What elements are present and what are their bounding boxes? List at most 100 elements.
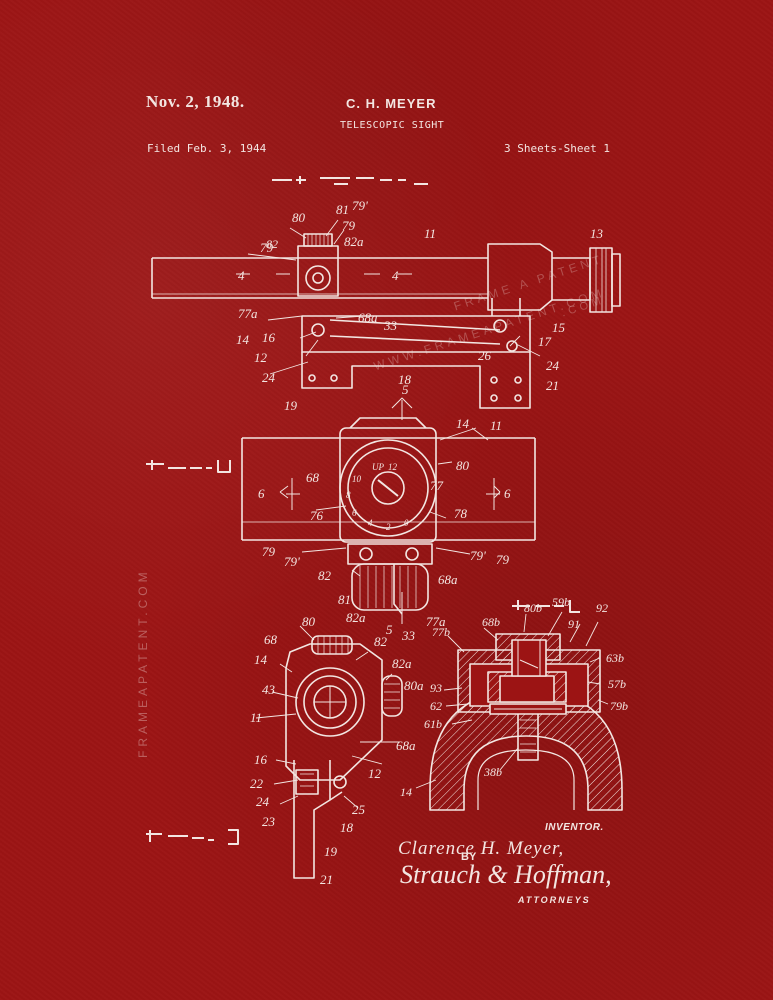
inventor-signature: Clarence H. Meyer, — [398, 838, 565, 859]
svg-text:17: 17 — [538, 334, 552, 349]
svg-text:18: 18 — [340, 820, 354, 835]
svg-text:38b: 38b — [483, 765, 502, 779]
svg-text:24: 24 — [256, 794, 270, 809]
svg-text:79': 79' — [284, 554, 300, 569]
svg-text:6: 6 — [504, 486, 511, 501]
svg-text:14: 14 — [254, 652, 268, 667]
svg-text:63b: 63b — [606, 651, 624, 665]
sheet-count: 3 Sheets-Sheet 1 — [504, 142, 610, 155]
figure-4-label-glyph — [512, 600, 580, 613]
svg-text:81: 81 — [336, 202, 349, 217]
svg-text:79b: 79b — [610, 699, 628, 713]
svg-text:18: 18 — [398, 372, 412, 387]
svg-text:68: 68 — [306, 470, 320, 485]
svg-text:57b: 57b — [608, 677, 626, 691]
svg-text:19: 19 — [284, 398, 298, 413]
figure-2-label-glyph — [146, 460, 231, 473]
svg-text:93: 93 — [430, 681, 442, 695]
end-view-mount — [293, 760, 347, 879]
svg-text:21: 21 — [320, 872, 333, 887]
svg-text:24: 24 — [262, 370, 276, 385]
svg-text:82a: 82a — [392, 656, 412, 671]
svg-text:77a: 77a — [426, 614, 446, 629]
svg-text:79': 79' — [470, 548, 486, 563]
svg-text:25: 25 — [352, 802, 366, 817]
filed-date: Filed Feb. 3, 1944 — [147, 142, 267, 155]
svg-text:33: 33 — [401, 628, 416, 643]
svg-text:79: 79 — [260, 240, 274, 255]
svg-text:76: 76 — [310, 508, 324, 523]
by-label: BY — [461, 851, 477, 863]
svg-text:14: 14 — [456, 416, 470, 431]
svg-text:13: 13 — [590, 226, 604, 241]
knob-top — [347, 543, 433, 615]
svg-text:16: 16 — [262, 330, 276, 345]
svg-text:21: 21 — [546, 378, 559, 393]
dial-4: 4 — [368, 518, 373, 528]
svg-text:82: 82 — [318, 568, 332, 583]
dial-up-label: UP — [372, 462, 384, 472]
svg-text:68a: 68a — [396, 738, 416, 753]
svg-text:79: 79 — [496, 552, 510, 567]
svg-text:77b: 77b — [432, 625, 450, 639]
svg-text:68a: 68a — [438, 572, 458, 587]
scope-tube-side — [151, 243, 621, 313]
svg-text:68: 68 — [264, 632, 278, 647]
svg-text:5: 5 — [402, 382, 409, 397]
svg-text:79: 79 — [262, 544, 276, 559]
svg-text:14: 14 — [400, 785, 412, 799]
dial-2: 2 — [386, 522, 391, 532]
svg-text:80: 80 — [302, 614, 316, 629]
svg-text:77a: 77a — [238, 306, 258, 321]
svg-text:4: 4 — [238, 268, 245, 283]
scope-tube-top — [241, 437, 536, 541]
svg-text:78: 78 — [454, 506, 468, 521]
dial-0: 0 — [404, 518, 409, 528]
svg-text:61b: 61b — [424, 717, 442, 731]
svg-text:33: 33 — [383, 318, 398, 333]
svg-text:11: 11 — [250, 710, 262, 725]
dial-12: 12 — [388, 462, 398, 472]
svg-text:19: 19 — [324, 844, 338, 859]
svg-text:24: 24 — [546, 358, 560, 373]
svg-text:79': 79' — [352, 198, 368, 213]
svg-text:80b: 80b — [524, 601, 542, 615]
svg-text:22: 22 — [250, 776, 264, 791]
svg-text:68a: 68a — [358, 310, 378, 325]
svg-text:11: 11 — [490, 418, 502, 433]
patent-date: Nov. 2, 1948. — [146, 92, 245, 111]
dial-6: 6 — [352, 508, 357, 518]
svg-text:16: 16 — [254, 752, 268, 767]
turret-side — [297, 233, 339, 297]
svg-text:80: 80 — [292, 210, 306, 225]
dial-10: 10 — [352, 474, 362, 484]
svg-text:26: 26 — [478, 348, 492, 363]
svg-text:14: 14 — [236, 332, 250, 347]
svg-text:81: 81 — [338, 592, 351, 607]
svg-text:12: 12 — [368, 766, 382, 781]
svg-text:23: 23 — [262, 814, 276, 829]
svg-text:43: 43 — [262, 682, 276, 697]
svg-text:77: 77 — [430, 478, 444, 493]
svg-text:92: 92 — [596, 601, 608, 615]
svg-text:4: 4 — [392, 268, 399, 283]
attorneys-label: ATTORNEYS — [518, 895, 591, 905]
svg-text:82: 82 — [374, 634, 388, 649]
svg-text:5: 5 — [386, 622, 393, 637]
figure-1-label-glyph — [272, 176, 428, 185]
mount-base — [301, 298, 531, 409]
inventor-label: INVENTOR. — [545, 822, 604, 833]
end-view-housing — [285, 635, 403, 781]
section-turret — [457, 633, 601, 761]
svg-text:6: 6 — [258, 486, 265, 501]
svg-text:62: 62 — [430, 699, 442, 713]
svg-text:68b: 68b — [482, 615, 500, 629]
svg-text:80a: 80a — [404, 678, 424, 693]
svg-text:79: 79 — [342, 218, 356, 233]
figure-3-label-glyph — [146, 829, 239, 845]
